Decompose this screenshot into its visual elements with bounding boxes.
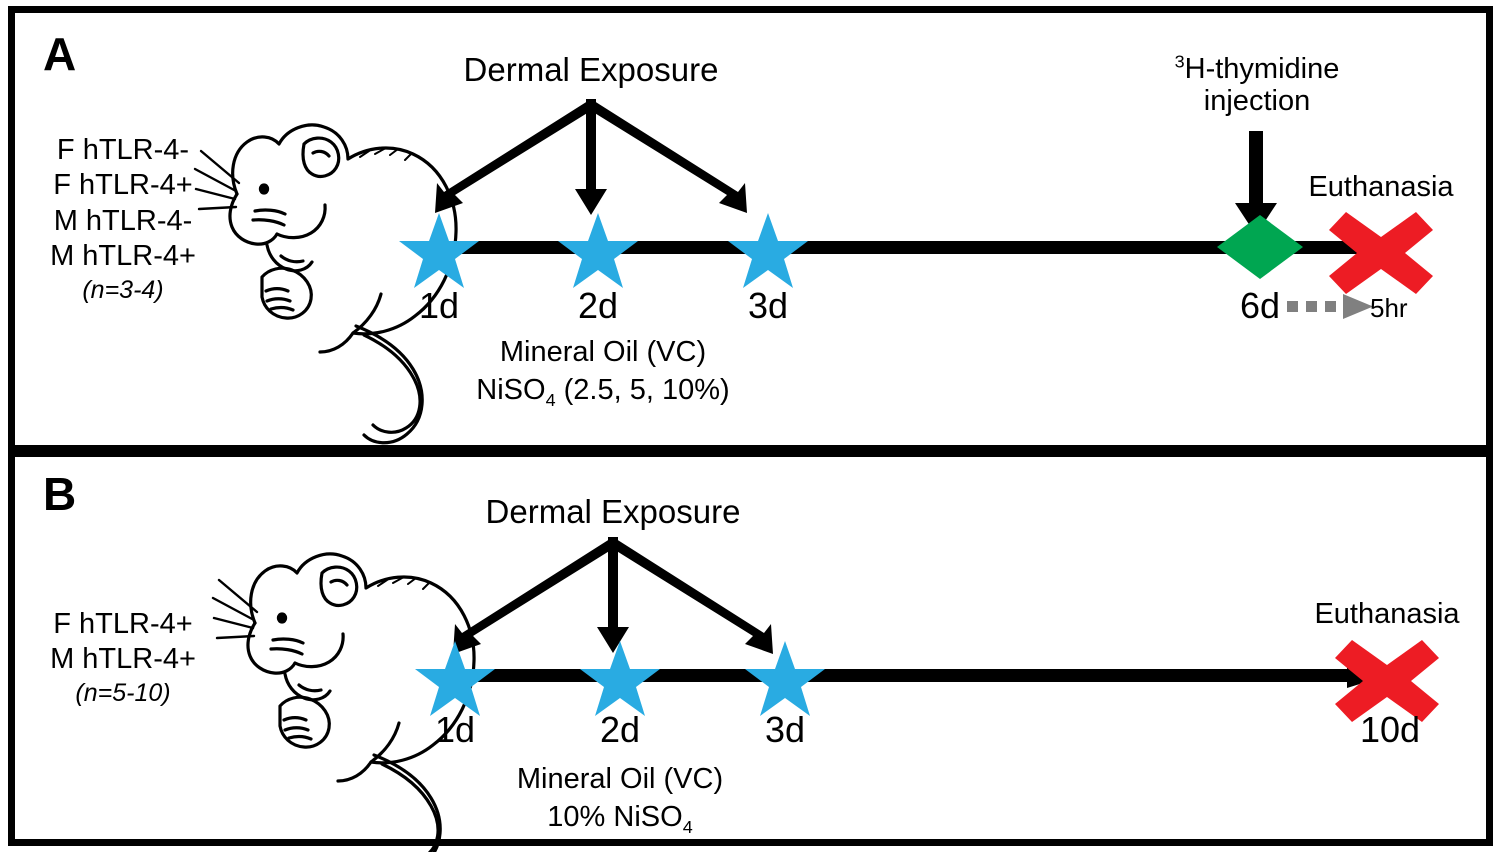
timeline-b — [447, 663, 1387, 688]
compound-prefix: NiSO — [476, 374, 546, 406]
isotope-superscript: 3 — [1174, 51, 1185, 72]
compound-prefix: 10% NiSO — [547, 801, 683, 833]
x-marker-euthanasia-a — [1329, 212, 1433, 294]
panel-b-vehicle-label: Mineral Oil (VC) — [516, 763, 724, 795]
panel-a-day-label-6d: 6d — [1239, 285, 1281, 326]
panel-a-exposure-header: Dermal Exposure — [463, 51, 719, 88]
panel-a: A F hTLR-4- F hTLR-4+ M hTLR-4- M hTLR-4… — [8, 6, 1493, 452]
panel-a-injection-label: 3H-thymidine injection — [1137, 51, 1377, 118]
panel-b-day-label-1d: 1d — [434, 709, 476, 750]
timepoint-markers-a — [399, 213, 808, 288]
dermal-exposure-arrows-a — [435, 99, 747, 215]
panel-b-graphics — [211, 537, 1439, 852]
panel-a-group-label: F hTLR-4- F hTLR-4+ M hTLR-4- M hTLR-4+ … — [33, 133, 213, 305]
compound-subscript: 4 — [545, 389, 556, 410]
panel-b: B F hTLR-4+ M hTLR-4+ (n=5-10) — [8, 450, 1493, 852]
compound-subscript: 4 — [682, 816, 693, 837]
panel-a-interval-label: 5hr — [1370, 293, 1408, 323]
star-marker-1d — [399, 213, 479, 288]
panel-b-compound-label: 10% NiSO4 — [455, 800, 785, 837]
group-sample-size: (n=3-4) — [82, 275, 164, 304]
injection-line-1: 3H-thymidine — [1174, 51, 1340, 85]
mouse-illustration-b — [211, 552, 476, 852]
star-marker-1d — [415, 641, 495, 716]
panel-a-day-label-1d: 1d — [418, 285, 460, 326]
diamond-marker-6d — [1217, 215, 1303, 279]
panel-a-euthanasia-label: Euthanasia — [1308, 171, 1454, 203]
panel-a-letter: A — [43, 28, 77, 80]
star-marker-2d — [558, 213, 638, 288]
group-line-2: F hTLR-4+ — [53, 169, 193, 202]
timepoint-markers-b — [415, 641, 825, 716]
star-marker-2d — [580, 641, 660, 716]
panel-b-euthanasia-label: Euthanasia — [1314, 598, 1460, 630]
injection-line-2: injection — [1203, 85, 1311, 118]
panel-a-day-label-2d: 2d — [577, 285, 619, 326]
interval-dashed-arrow-a — [1287, 294, 1373, 319]
panel-a-day-label-3d: 3d — [747, 285, 789, 326]
star-marker-3d — [745, 641, 825, 716]
group-line-4: M hTLR-4+ — [50, 240, 196, 273]
group-line-3: M hTLR-4- — [53, 204, 193, 237]
star-marker-3d — [728, 213, 808, 288]
panel-b-exposure-header: Dermal Exposure — [485, 493, 741, 530]
injection-line-1-text: H-thymidine — [1184, 53, 1340, 85]
panel-b-day-label-3d: 3d — [764, 709, 806, 750]
group-line-2: M hTLR-4+ — [50, 643, 196, 676]
panel-b-day-label-2d: 2d — [599, 709, 641, 750]
group-line-1: F hTLR-4- — [56, 134, 190, 166]
x-marker-euthanasia-b — [1335, 640, 1439, 722]
panel-a-vehicle-label: Mineral Oil (VC) — [499, 336, 707, 368]
group-sample-size: (n=5-10) — [75, 678, 171, 707]
dermal-exposure-arrows-b — [453, 537, 773, 654]
mouse-illustration-a — [193, 123, 458, 445]
thymidine-injection-arrow — [1235, 131, 1277, 235]
panel-a-compound-label: NiSO4 (2.5, 5, 10%) — [438, 373, 768, 410]
compound-suffix: (2.5, 5, 10%) — [555, 374, 730, 406]
panel-b-letter: B — [43, 468, 77, 520]
panel-b-day-label-10d: 10d — [1359, 709, 1421, 750]
panel-b-group-label: F hTLR-4+ M hTLR-4+ (n=5-10) — [33, 607, 213, 708]
group-line-1: F hTLR-4+ — [53, 608, 193, 640]
panel-a-graphics — [193, 99, 1433, 445]
